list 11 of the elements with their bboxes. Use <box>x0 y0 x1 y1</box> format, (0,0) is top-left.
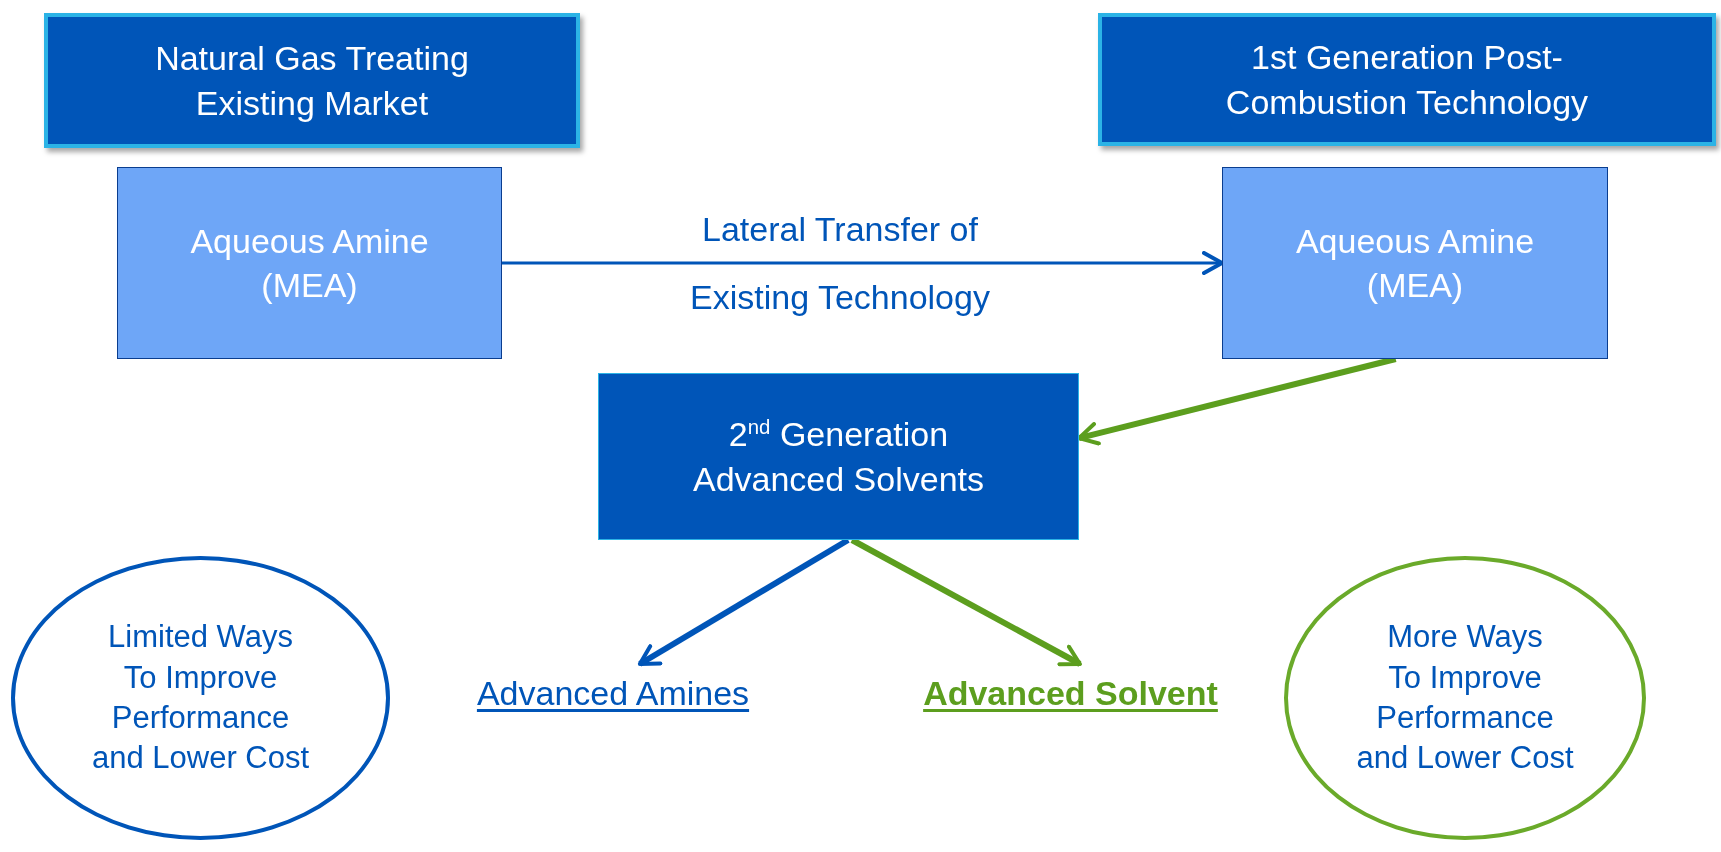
arrow <box>502 251 1224 275</box>
ellipse-callout: Limited Ways To Improve Performance and Lower Cost <box>11 556 390 840</box>
link-text: Advanced Amines <box>476 672 750 714</box>
process-box: Aqueous Amine (MEA) <box>117 167 502 359</box>
header-box: Natural Gas Treating Existing Market <box>44 13 580 148</box>
process-box: Aqueous Amine (MEA) <box>1222 167 1608 359</box>
process-box: 2$^{nd}$ Generation Advanced Solvents <box>598 373 1079 540</box>
link-text: Advanced Solvent <box>923 672 1218 714</box>
header-box: 1st Generation Post-Combustion Technology <box>1098 13 1716 146</box>
ellipse-callout: More Ways To Improve Performance and Lower Cost <box>1284 556 1646 840</box>
edge-label: Lateral Transfer of Existing Technology <box>689 209 991 318</box>
